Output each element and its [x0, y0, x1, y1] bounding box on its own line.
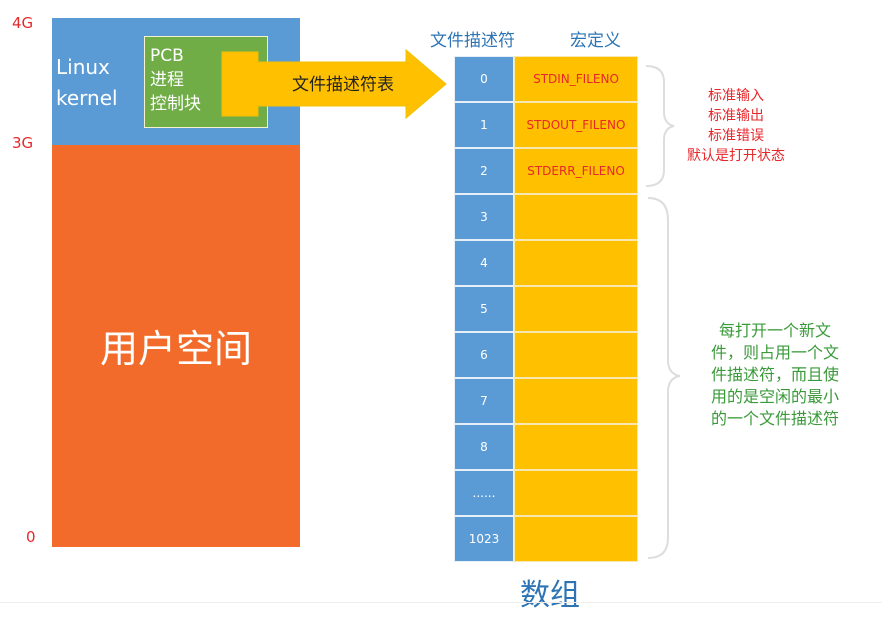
fd-macro-cell	[514, 286, 638, 332]
fd-table-row: 7	[454, 378, 638, 424]
bottom-divider	[0, 602, 882, 603]
address-4g-label: 4G	[12, 14, 34, 32]
user-space-block	[52, 145, 300, 547]
fd-macro-cell	[514, 516, 638, 562]
fd-table-row: ......	[454, 470, 638, 516]
fd-table-label: 文件描述符表	[292, 75, 394, 95]
fd-macro-cell: STDIN_FILENO	[514, 56, 638, 102]
fd-table-row: 3	[454, 194, 638, 240]
fd-index-cell: 2	[454, 148, 514, 194]
fd-index-cell: 7	[454, 378, 514, 424]
fd-macro-cell	[514, 424, 638, 470]
std-streams-note: 标准输入 标准输出 标准错误 默认是打开状态	[687, 88, 785, 164]
fd-macro-cell: STDERR_FILENO	[514, 148, 638, 194]
fd-macro-cell	[514, 332, 638, 378]
address-0-label: 0	[26, 528, 36, 546]
fd-table-row: 4	[454, 240, 638, 286]
fd-index-cell: 8	[454, 424, 514, 470]
fd-allocation-note: 每打开一个新文 件，则占用一个文 件描述符，而且使 用的是空闲的最小 的一个文件…	[710, 321, 839, 428]
fd-index-cell: 6	[454, 332, 514, 378]
fd-macro-cell	[514, 194, 638, 240]
address-3g-label: 3G	[12, 134, 34, 152]
user-space-label: 用户空间	[99, 327, 252, 371]
fd-index-cell: 1	[454, 102, 514, 148]
fd-macro-cell: STDOUT_FILENO	[514, 102, 638, 148]
array-label: 数组	[520, 578, 580, 613]
fd-index-cell: ......	[454, 470, 514, 516]
fd-macro-cell	[514, 470, 638, 516]
fd-table-row: 8	[454, 424, 638, 470]
fd-macro-cell	[514, 240, 638, 286]
fd-macro-cell	[514, 378, 638, 424]
fd-index-cell: 5	[454, 286, 514, 332]
linux-kernel-label: Linux kernel	[56, 55, 118, 110]
fd-index-cell: 3	[454, 194, 514, 240]
fd-column-header: 文件描述符	[430, 31, 515, 51]
arrow-shape	[221, 48, 447, 120]
std-brace	[645, 65, 675, 187]
pcb-label: PCB 进程 控制块	[150, 46, 201, 114]
fd-table-row: 1023	[454, 516, 638, 562]
fd-table-row: 5	[454, 286, 638, 332]
fd-index-cell: 1023	[454, 516, 514, 562]
macro-column-header: 宏定义	[570, 31, 621, 51]
fd-index-cell: 4	[454, 240, 514, 286]
fd-index-cell: 0	[454, 56, 514, 102]
alloc-brace	[647, 197, 681, 559]
fd-table-row: 6	[454, 332, 638, 378]
